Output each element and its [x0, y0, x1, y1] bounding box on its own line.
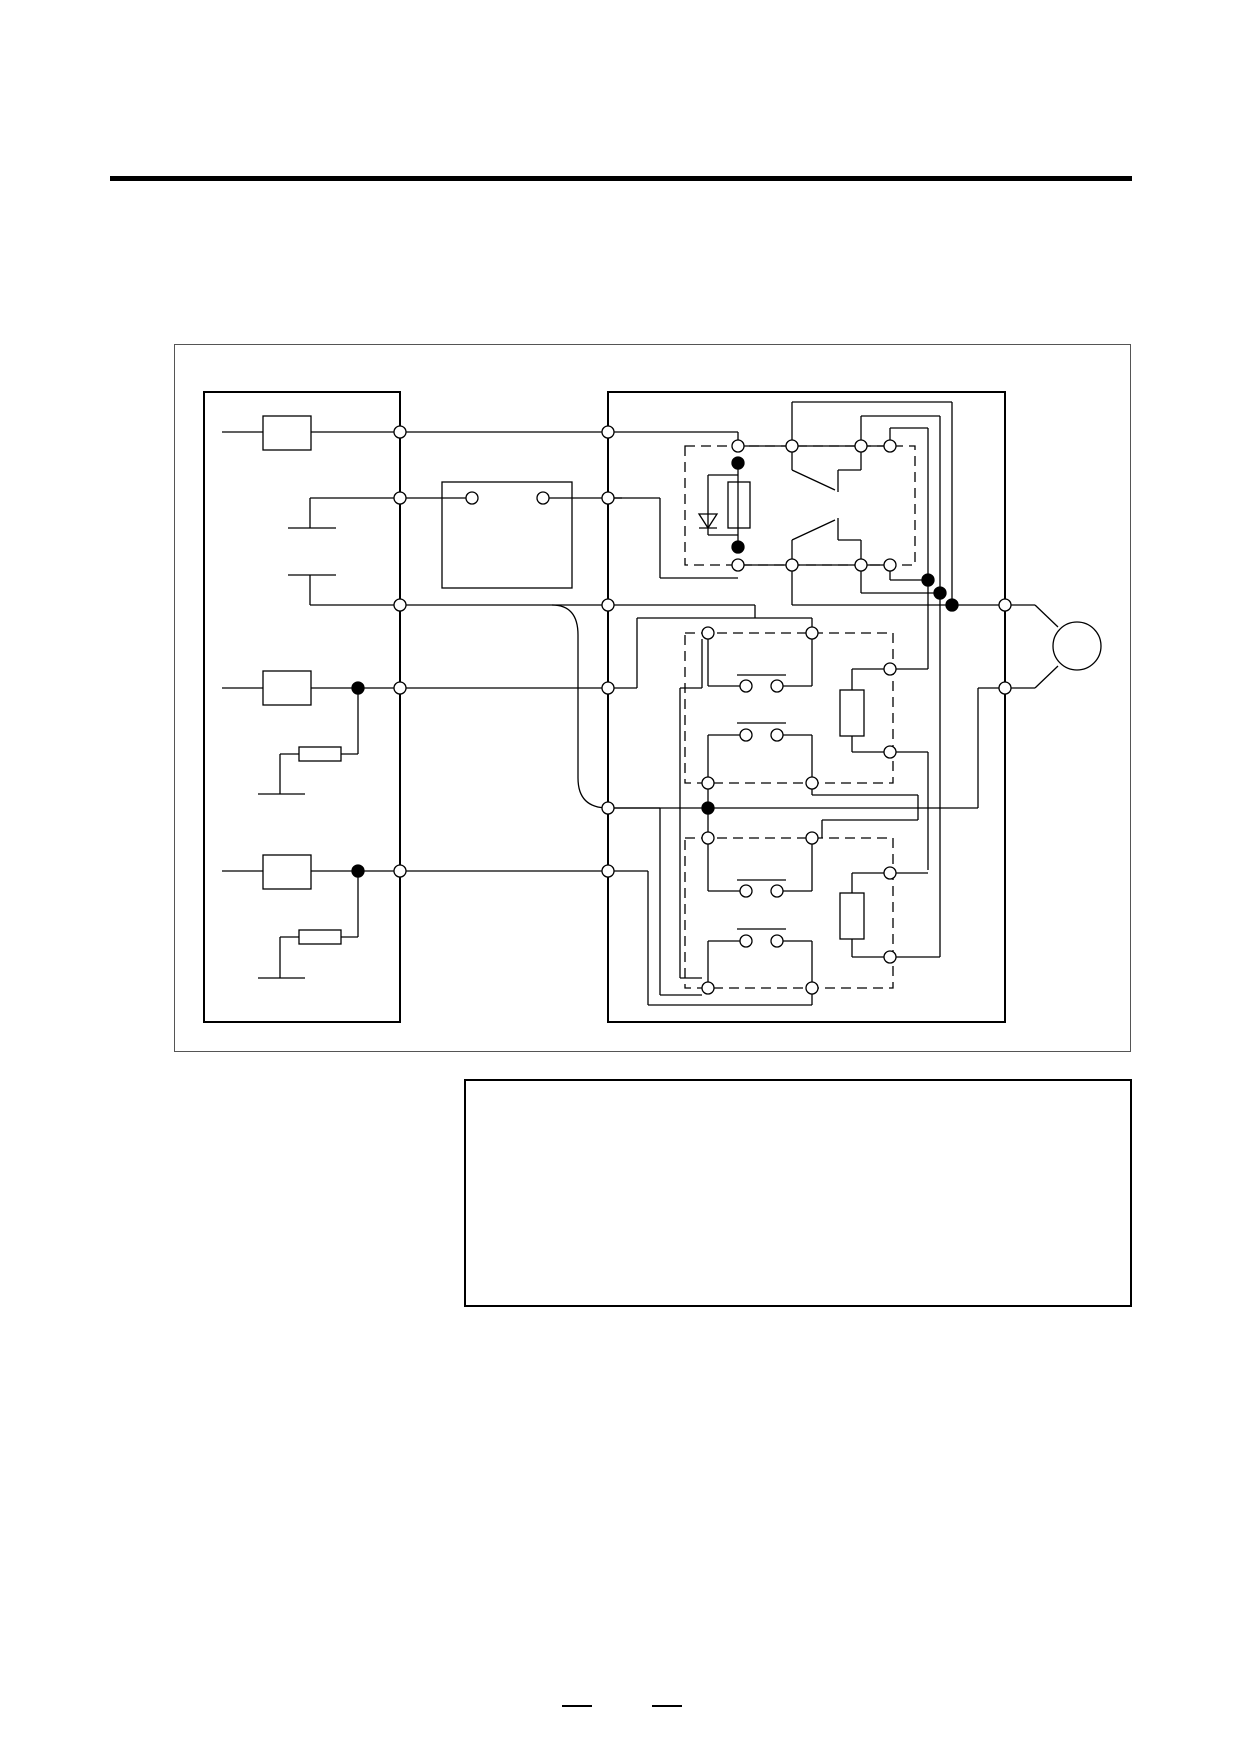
diode-symbol — [697, 474, 738, 536]
switch-contact-symbol — [791, 452, 839, 559]
relay-module — [441, 481, 573, 589]
bus-wires — [614, 401, 1000, 606]
motor-symbol — [998, 598, 1102, 695]
lower-relay-group — [684, 599, 941, 995]
resistor-symbol — [279, 871, 359, 978]
upper-relay-group — [614, 431, 916, 579]
junction-dot — [945, 598, 959, 612]
junction-dot — [933, 586, 947, 600]
right-relay-panel — [607, 391, 1006, 1023]
fuse-symbol — [222, 415, 400, 451]
header-rule — [110, 176, 1132, 181]
note-box — [464, 1079, 1132, 1307]
footer-dash-right — [652, 1705, 682, 1707]
junction-dot — [921, 573, 935, 587]
switch-contact-symbol — [707, 639, 813, 693]
fuse-symbol — [222, 670, 400, 706]
switch-contact-symbol — [707, 722, 813, 777]
middle-relay-group — [614, 586, 929, 870]
diagram-frame — [174, 344, 1131, 1052]
resistor-symbol — [279, 688, 359, 794]
switch-contact-symbol — [707, 844, 813, 898]
resistor-symbol — [727, 481, 751, 529]
left-control-panel — [203, 391, 401, 1023]
interconnect-wires — [406, 431, 609, 872]
bus-wires — [614, 497, 813, 1006]
fuse-symbol — [222, 854, 400, 890]
junction-dot — [701, 801, 715, 815]
battery-symbol — [288, 497, 400, 606]
resistor-symbol — [839, 892, 865, 940]
switch-contact-symbol — [707, 928, 813, 982]
resistor-symbol — [839, 689, 865, 737]
footer-dash-left — [562, 1705, 592, 1707]
note-text — [466, 1081, 1130, 1109]
